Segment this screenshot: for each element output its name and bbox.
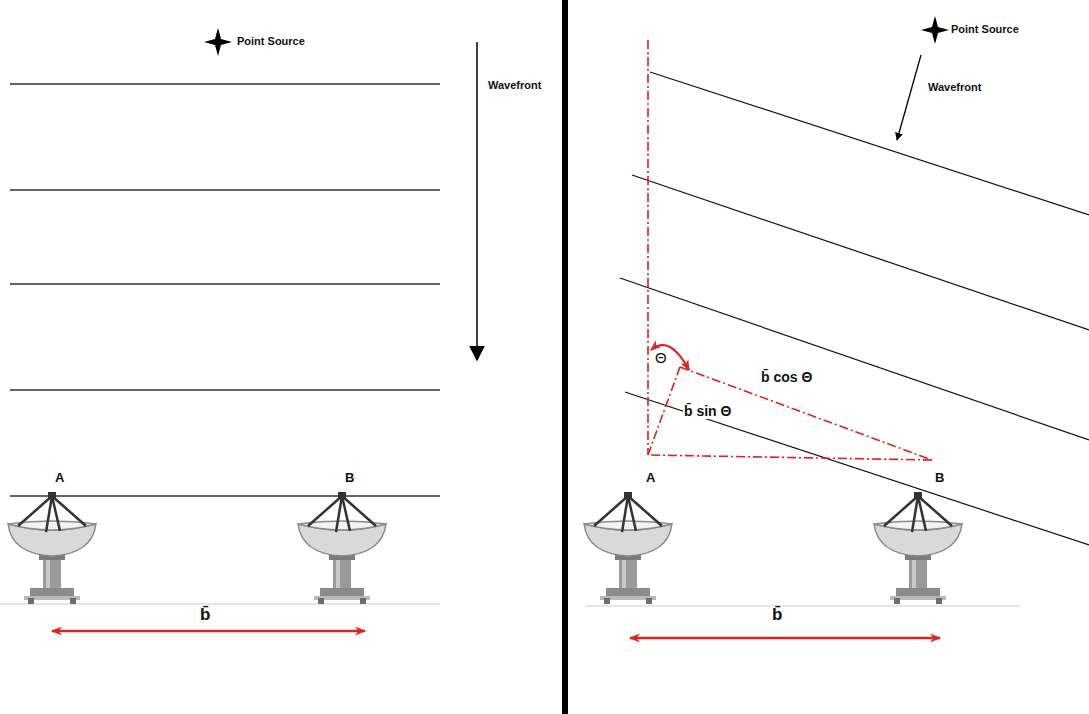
antenna-label: A — [54, 471, 65, 485]
baseline-label: b̄ — [199, 606, 211, 625]
propagation-arrow — [476, 42, 478, 360]
panel-divider — [562, 0, 568, 714]
angle-label: Θ — [654, 350, 668, 367]
source-label: Point Source — [950, 23, 1020, 35]
projection-label: b̄ sin Θ — [683, 404, 732, 419]
antenna-label: B — [934, 471, 945, 485]
geometry-construction — [648, 40, 932, 460]
antenna-label: A — [645, 471, 656, 485]
wavefront-label: Wavefront — [487, 79, 542, 91]
point-source-star — [204, 28, 232, 56]
antenna-label: B — [344, 471, 355, 485]
baseline-label: b̄ — [771, 606, 783, 625]
antenna-dish — [298, 492, 386, 604]
antenna-dish — [874, 492, 962, 604]
antenna-dish — [584, 492, 672, 604]
wavefront-label: Wavefront — [927, 81, 982, 93]
baseline-arrow — [630, 637, 940, 640]
angle-arrow — [651, 345, 689, 370]
antenna-dish — [8, 492, 96, 604]
ground-line — [0, 603, 440, 605]
projection-label: b̄ cos Θ — [760, 370, 813, 385]
baseline-arrow — [52, 630, 365, 633]
propagation-arrow — [897, 55, 921, 140]
point-source-star — [921, 16, 949, 44]
wavefront-lines — [10, 84, 440, 496]
ground-line — [585, 605, 1020, 607]
source-label: Point Source — [236, 35, 306, 47]
wavefront-lines — [620, 72, 1089, 545]
